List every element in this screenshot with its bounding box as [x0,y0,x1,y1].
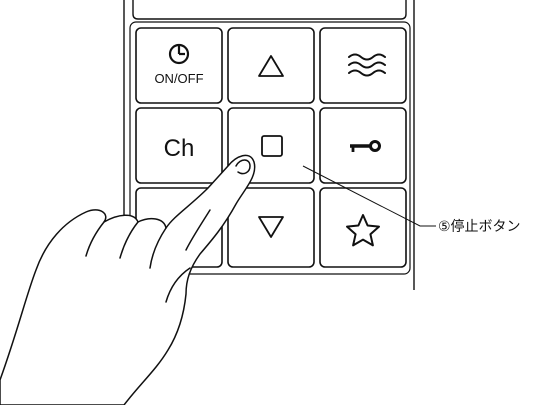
hand-illustration [0,154,256,405]
up-button[interactable] [227,27,315,104]
ring-finger-line [119,221,139,259]
square-stop-icon [261,135,283,157]
stop-button-callout-label: ⑤停止ボタン [438,218,521,235]
timer-button-label: ON/OFF [154,71,203,86]
channel-button[interactable]: Ch [135,107,223,184]
thumb-line [165,267,191,303]
key-button[interactable] [319,107,407,184]
remote-inner-left-edge [132,0,407,20]
star-icon [346,214,380,247]
wavy-lines-icon [348,53,386,77]
callout-leader-line [302,165,436,227]
channel-button-label: Ch [164,135,195,162]
fingernail [235,159,251,175]
timer-button[interactable]: ON/OFF [135,27,223,104]
key-icon [350,140,381,152]
down-button[interactable] [227,187,315,268]
little-finger-line [149,227,167,269]
finger-crease [185,209,211,251]
hand-outline [0,154,256,405]
favorite-button[interactable] [319,187,407,268]
middle-finger-line [85,221,105,257]
triangle-down-icon [258,216,284,238]
triangle-up-icon [258,55,284,77]
swing-button[interactable] [319,27,407,104]
timer-clock-icon [168,43,190,65]
